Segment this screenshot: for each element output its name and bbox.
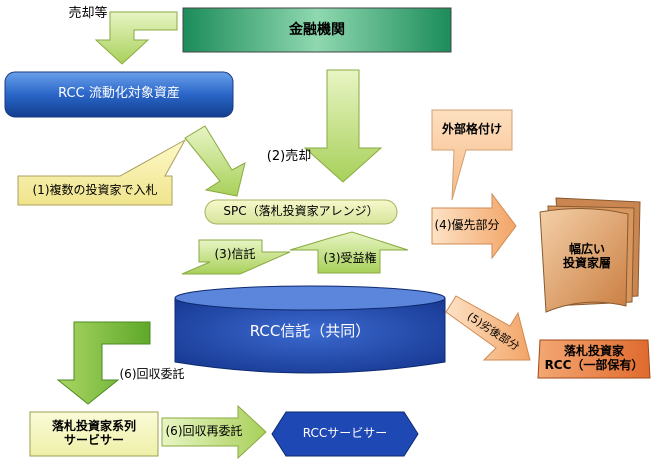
trust-cylinder-label: RCC信託（共同） — [249, 322, 371, 341]
sale-arrow — [94, 11, 178, 65]
rcc-servicer-label: RCCサービサー — [302, 426, 388, 441]
rcc-partial-label: 落札投資家 RCC（一部保有） — [544, 344, 644, 372]
benefit-arrow — [289, 231, 409, 274]
senior-label: (4)優先部分 — [434, 218, 500, 233]
rcc-servicer-hexagon — [271, 411, 419, 457]
paper-stack-front — [539, 207, 629, 313]
rating-label: 外部格付け — [441, 122, 502, 137]
spc-label: SPC（落札投資家アレンジ） — [223, 204, 379, 219]
servicer-label: 落札投資家系列 サービサー — [51, 419, 136, 447]
bid-bubble — [17, 138, 187, 206]
assets-label: RCC 流動化対象資産 — [58, 86, 180, 102]
sale2-arrow — [303, 69, 383, 183]
broad-investors-label: 幅広い 投資家層 — [562, 242, 611, 270]
bid-label: (1)複数の投資家で入札 — [32, 183, 158, 198]
recollect-arrow — [161, 404, 267, 460]
collect-label: (6)回収委託 — [119, 367, 185, 382]
spc-box — [204, 199, 398, 225]
servicer-box — [29, 411, 159, 457]
trust-cylinder-body — [174, 297, 446, 374]
sale-label: 売却等 — [68, 5, 108, 21]
assets-to-spc-arrow — [184, 125, 246, 197]
junior-arrow — [445, 295, 531, 361]
benefit-label: (3)受益権 — [323, 251, 377, 266]
senior-arrow — [431, 192, 517, 260]
trust-arrow — [181, 239, 291, 275]
rating-callout — [431, 109, 513, 201]
recollect-label: (6)回収再委託 — [165, 424, 243, 439]
rcc-partial-box — [537, 339, 651, 379]
financial-institution-box — [182, 7, 452, 53]
trust-cylinder-top — [174, 285, 446, 311]
sale2-label: (2)売却 — [266, 148, 312, 164]
assets-box — [4, 71, 234, 118]
financial-institution-label: 金融機関 — [289, 21, 345, 38]
collect-arrow — [56, 321, 151, 405]
trust-label: (3)信託 — [214, 247, 256, 262]
